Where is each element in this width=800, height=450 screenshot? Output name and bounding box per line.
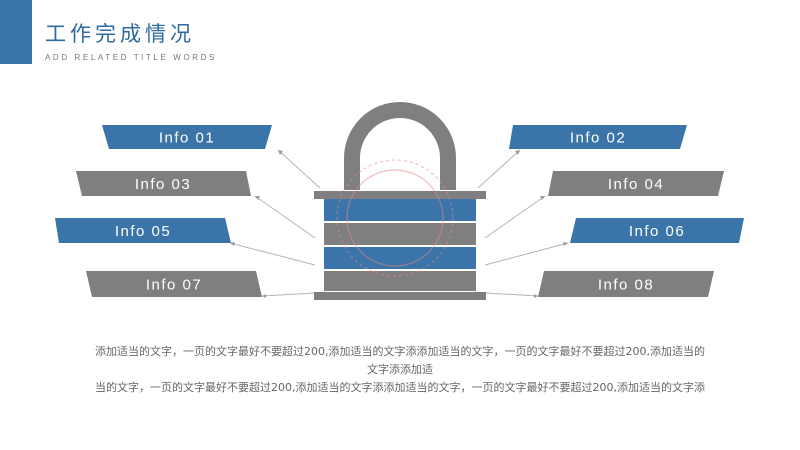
connector-05: [229, 242, 316, 266]
connector-lines: [229, 149, 569, 297]
info-label-06: Info 06: [629, 223, 685, 240]
info-box-07: Info 07: [86, 271, 262, 297]
info-label-03: Info 03: [135, 176, 191, 193]
connector-03: [254, 195, 316, 239]
info-box-02: Info 02: [509, 125, 687, 149]
connector-arrowheads: [230, 150, 568, 298]
connector-04: [484, 195, 546, 239]
page-subtitle: ADD RELATED TITLE WORDS: [45, 53, 217, 62]
info-box-03: Info 03: [76, 171, 251, 196]
info-box-01: Info 01: [102, 125, 272, 149]
info-label-08: Info 08: [598, 277, 654, 294]
info-label-02: Info 02: [570, 130, 626, 147]
info-label-07: Info 07: [146, 277, 202, 294]
connector-08: [484, 292, 539, 297]
watermark-stamp: [336, 159, 454, 277]
body-paragraph: 添加适当的文字，一页的文字最好不要超过200,添加适当的文字添添加适当的文字，一…: [90, 343, 710, 397]
body-line-1: 添加适当的文字，一页的文字最好不要超过200,添加适当的文字添添加适当的文字，一…: [95, 345, 705, 376]
info-box-05: Info 05: [55, 218, 231, 243]
body-line-2: 当的文字，一页的文字最好不要超过200,添加适当的文字添添加适当的文字，一页的文…: [95, 381, 705, 394]
info-box-04: Info 04: [548, 171, 724, 196]
connector-06: [484, 242, 569, 266]
info-box-06: Info 06: [570, 218, 744, 243]
connector-07: [261, 292, 316, 297]
page-title: 工作完成情况: [45, 22, 195, 46]
info-box-08: Info 08: [538, 271, 714, 297]
info-label-01: Info 01: [159, 130, 215, 147]
connector-02: [477, 149, 521, 189]
header-accent-block: [0, 0, 32, 64]
info-label-05: Info 05: [115, 223, 171, 240]
connector-01: [277, 149, 321, 189]
info-label-04: Info 04: [608, 176, 664, 193]
padlock-icon: [314, 102, 486, 300]
